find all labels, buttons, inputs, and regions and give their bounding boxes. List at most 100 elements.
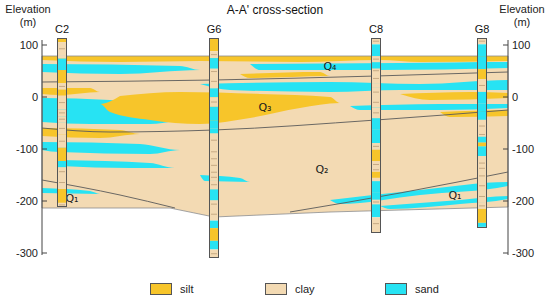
silt-lens bbox=[100, 92, 340, 124]
clay-texture bbox=[373, 70, 379, 71]
borehole-outline bbox=[58, 39, 67, 207]
layer-boundary bbox=[290, 172, 508, 212]
clay-texture bbox=[479, 163, 485, 164]
silt-lens bbox=[42, 88, 100, 95]
core-segment bbox=[209, 58, 219, 69]
core-segment bbox=[209, 221, 219, 228]
clay-texture bbox=[373, 78, 379, 79]
core-segment bbox=[209, 200, 219, 207]
core-segment bbox=[57, 135, 67, 148]
section-outline bbox=[42, 56, 508, 217]
axis-line bbox=[42, 40, 43, 255]
axis-title: Elevation (m) bbox=[499, 3, 544, 28]
clay-texture bbox=[479, 168, 485, 169]
tick-label: -300 bbox=[512, 247, 534, 260]
core-segment bbox=[57, 70, 67, 83]
clay-texture bbox=[211, 172, 217, 173]
core-segment bbox=[209, 147, 219, 157]
title: A-A' cross-section bbox=[227, 4, 323, 18]
clay-texture bbox=[373, 169, 379, 170]
legend-item: sand bbox=[385, 283, 439, 295]
tick-label: -100 bbox=[512, 143, 534, 156]
core-segment bbox=[371, 108, 381, 119]
axis-title: Elevation (m) bbox=[5, 3, 50, 28]
tick-label: 100 bbox=[512, 39, 530, 52]
strata bbox=[42, 56, 508, 217]
core-segment bbox=[477, 170, 487, 181]
core-segment bbox=[209, 74, 219, 88]
clay-texture bbox=[479, 175, 485, 176]
clay-texture bbox=[211, 253, 217, 254]
core-segment bbox=[209, 69, 219, 75]
clay-texture bbox=[373, 92, 379, 93]
clay-texture bbox=[211, 204, 217, 205]
core-segment bbox=[371, 200, 381, 205]
core-segment bbox=[209, 157, 219, 161]
legend-item: silt bbox=[150, 283, 193, 295]
tick-label: -100 bbox=[16, 143, 38, 156]
core-segment bbox=[209, 129, 219, 134]
core-segment bbox=[371, 68, 381, 73]
clay-texture bbox=[373, 164, 379, 165]
core-segment bbox=[371, 73, 381, 84]
axis-tick bbox=[503, 253, 508, 254]
axis-tick bbox=[42, 253, 47, 254]
clay-texture bbox=[59, 204, 65, 205]
core-segment bbox=[371, 172, 381, 178]
legend-swatch bbox=[150, 283, 172, 295]
core-segment bbox=[477, 69, 487, 79]
core-segment bbox=[209, 170, 219, 175]
borehole-label: G8 bbox=[473, 23, 492, 36]
legend-swatch bbox=[385, 283, 407, 295]
borehole-label: G6 bbox=[205, 23, 224, 36]
core-segment bbox=[371, 143, 381, 150]
clay-texture bbox=[479, 185, 485, 186]
sand-lens bbox=[200, 175, 250, 182]
core-segment bbox=[477, 120, 487, 132]
core-segment bbox=[209, 114, 219, 121]
tick-label: 0 bbox=[32, 91, 38, 104]
core-segment bbox=[477, 112, 487, 120]
clay-texture bbox=[373, 223, 379, 224]
clay-texture bbox=[479, 85, 485, 86]
core-segment bbox=[57, 176, 67, 189]
core-segment bbox=[477, 103, 487, 112]
core-segment bbox=[477, 181, 487, 190]
core-segment bbox=[209, 175, 219, 181]
legend-item: clay bbox=[265, 283, 315, 295]
core-segment bbox=[371, 130, 381, 143]
borehole-label: C2 bbox=[53, 23, 72, 36]
tick-label: 0 bbox=[512, 91, 518, 104]
core-segment bbox=[209, 180, 219, 189]
axis-tick bbox=[503, 45, 508, 46]
core-segment bbox=[57, 90, 67, 96]
clay-texture bbox=[59, 86, 65, 87]
clay-texture bbox=[59, 48, 65, 49]
core-segment bbox=[209, 88, 219, 97]
core-segment bbox=[209, 228, 219, 241]
clay-texture bbox=[211, 165, 217, 166]
axis-line bbox=[508, 40, 509, 255]
clay-texture bbox=[373, 201, 379, 202]
core-segment bbox=[209, 241, 219, 250]
clay-texture bbox=[211, 184, 217, 185]
core-segment bbox=[477, 166, 487, 170]
clay-texture bbox=[479, 205, 485, 206]
layer-label: Q₁ bbox=[65, 193, 78, 206]
silt-lens bbox=[42, 56, 508, 62]
borehole-column bbox=[57, 38, 67, 207]
tick-label: -200 bbox=[16, 195, 38, 208]
core-segment bbox=[477, 132, 487, 137]
core-segment bbox=[209, 249, 219, 258]
clay-texture bbox=[211, 102, 217, 103]
axis-tick bbox=[42, 97, 47, 98]
core-segment bbox=[209, 107, 219, 114]
clay-texture bbox=[211, 177, 217, 178]
core-segment bbox=[371, 56, 381, 62]
core-segment bbox=[477, 203, 487, 209]
core-segment bbox=[371, 193, 381, 200]
core-segment bbox=[371, 168, 381, 172]
core-segment bbox=[477, 160, 487, 166]
borehole-column bbox=[371, 38, 381, 233]
core-segment bbox=[209, 97, 219, 107]
